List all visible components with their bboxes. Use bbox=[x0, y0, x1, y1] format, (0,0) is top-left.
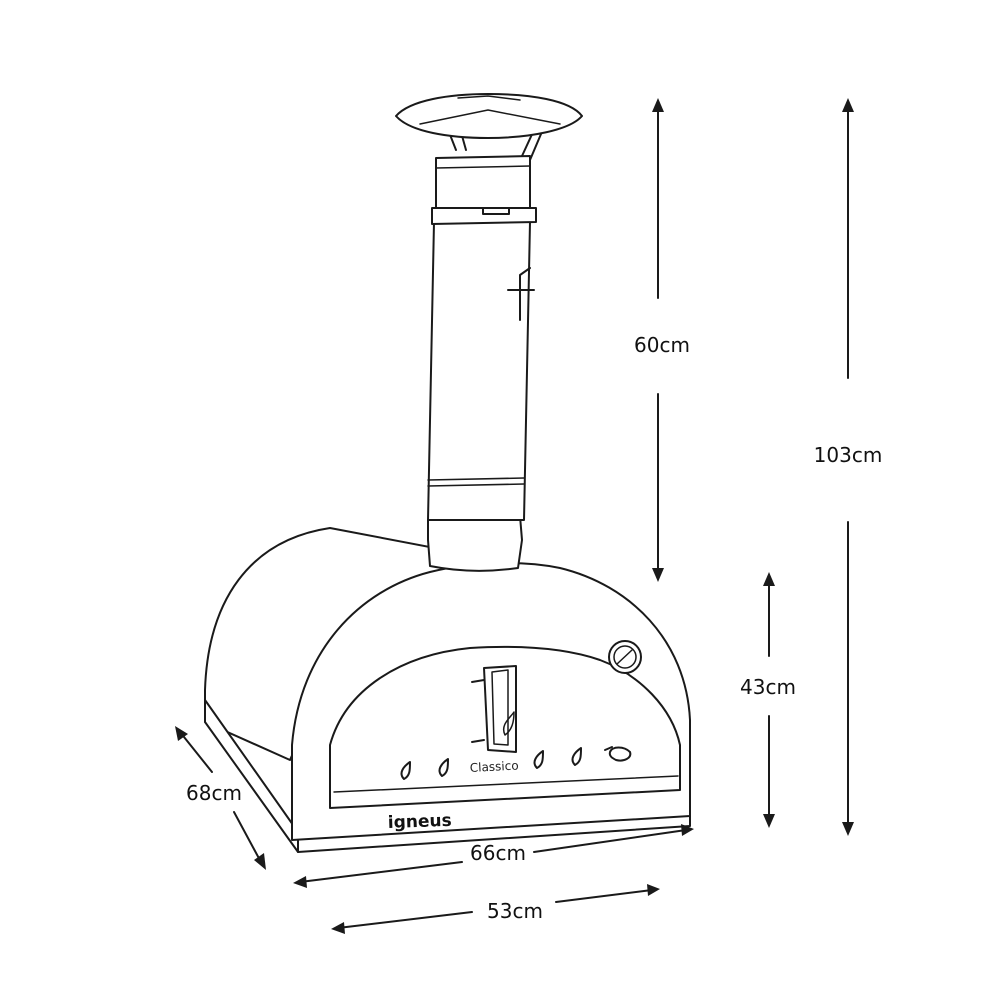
brand-logo: igneus bbox=[387, 811, 452, 833]
base-width-label: 53cm bbox=[487, 899, 543, 923]
flame-icon bbox=[533, 750, 544, 769]
depth-label: 68cm bbox=[186, 781, 242, 805]
chimney-height-label: 60cm bbox=[634, 333, 690, 357]
cap-cone-lines bbox=[419, 109, 561, 125]
chimney-band-line-2 bbox=[427, 483, 525, 487]
flame-icons bbox=[400, 746, 632, 780]
flame-icon bbox=[400, 761, 411, 780]
dim-arrow-depth bbox=[175, 726, 266, 870]
oven-body bbox=[204, 527, 691, 853]
model-label: Classico bbox=[469, 758, 519, 775]
chimney-rain-cap bbox=[395, 93, 583, 139]
dim-arrow-oven-height bbox=[763, 572, 775, 828]
dim-arrow-front-width bbox=[293, 824, 694, 888]
thermometer-gauge bbox=[608, 640, 642, 674]
door-handle-bracket bbox=[483, 665, 517, 753]
door-handle-rails bbox=[471, 679, 485, 743]
chimney bbox=[395, 93, 583, 572]
chimney-upper-section bbox=[435, 155, 531, 209]
dim-arrow-chimney-height bbox=[652, 98, 664, 582]
dim-arrow-base-width bbox=[331, 884, 660, 934]
chimney-pipe bbox=[427, 221, 531, 521]
oven-door-floor-line bbox=[333, 775, 679, 793]
oven-door bbox=[471, 665, 517, 753]
chimney-upper-band bbox=[435, 165, 531, 169]
oven-height-label: 43cm bbox=[740, 675, 796, 699]
chimney-band-line bbox=[427, 477, 525, 481]
cap-cone-ridge bbox=[457, 95, 521, 101]
flame-icon bbox=[571, 747, 582, 766]
door-handle-inner bbox=[491, 669, 509, 746]
flame-icon bbox=[438, 758, 449, 777]
total-height-label: 103cm bbox=[814, 443, 883, 467]
chimney-damper-handle bbox=[507, 267, 535, 321]
dim-arrow-total-height bbox=[842, 98, 854, 836]
door-handle-flame bbox=[502, 711, 515, 736]
front-width-label: 66cm bbox=[470, 841, 526, 865]
chimney-collar bbox=[427, 515, 523, 572]
fire-log-icon bbox=[604, 746, 632, 762]
